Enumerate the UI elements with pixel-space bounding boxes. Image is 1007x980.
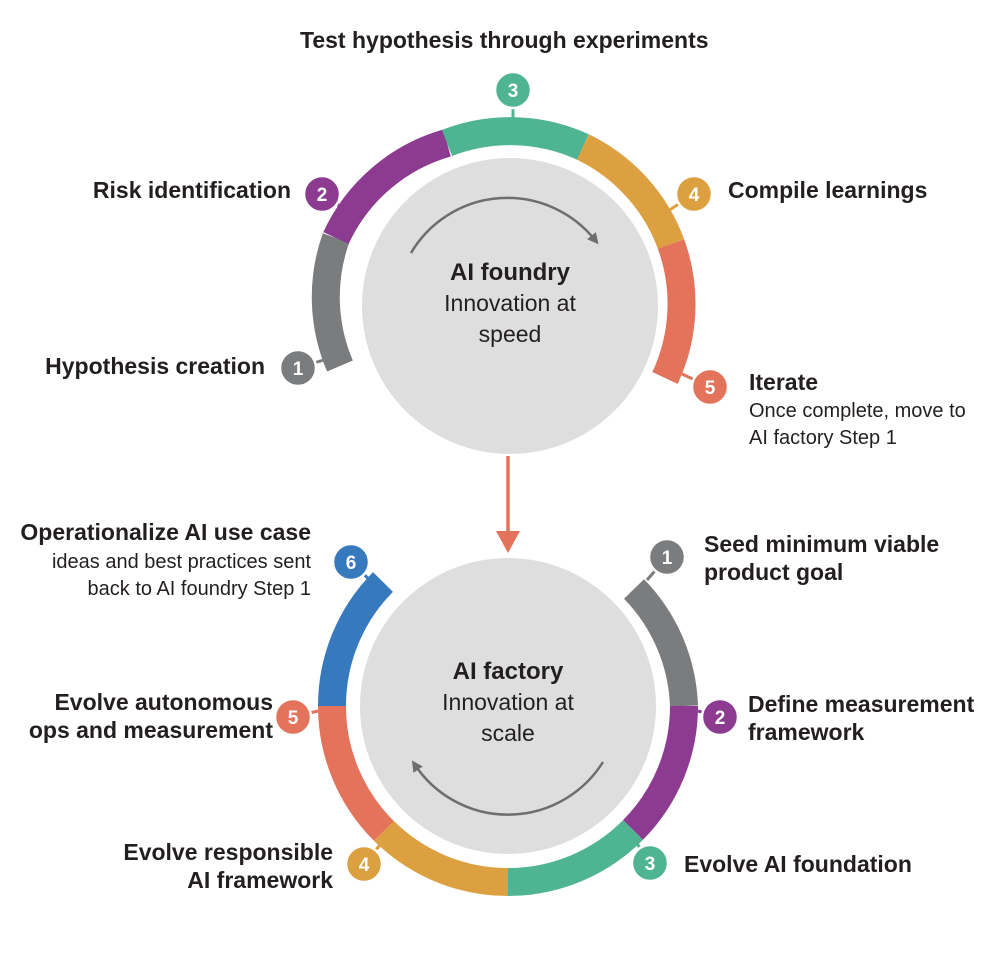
factory-step-5-number: 5	[288, 708, 299, 729]
foundry-step-1-badge: 1	[278, 348, 318, 388]
foundry-center-label: AI foundry Innovation at speed	[420, 258, 600, 350]
foundry-cycle: 1 2 3 4 5	[278, 70, 730, 454]
factory-step-2-number: 2	[715, 708, 726, 729]
factory-cycle-arrow	[411, 760, 605, 816]
factory-subtitle: Innovation at scale	[442, 689, 574, 746]
factory-step-4-badge: 4	[344, 844, 384, 884]
factory-cycle: 1 2 3 4 5 6	[273, 537, 740, 897]
foundry-ring-segment-1	[311, 233, 353, 372]
foundry-step-3-badge: 3	[493, 70, 533, 110]
factory-step-6-number: 6	[346, 553, 357, 574]
factory-step-1-label: Seed minimum viable product goal	[704, 531, 940, 585]
factory-step-1-number: 1	[662, 548, 673, 569]
factory-step-3-badge: 3	[630, 843, 670, 883]
foundry-step-1-number: 1	[293, 359, 304, 380]
factory-step-1-badge: 1	[647, 537, 687, 577]
foundry-center-circle	[362, 158, 658, 454]
foundry-step-5-number: 5	[705, 378, 716, 399]
foundry-step-1-label: Hypothesis creation	[45, 353, 265, 379]
foundry-step-3-number: 3	[508, 81, 519, 102]
factory-step-3-label: Evolve AI foundation	[684, 851, 912, 877]
factory-step-4-number: 4	[359, 855, 370, 876]
factory-step-2-label: Define measurement framework	[748, 691, 975, 745]
foundry-step-2-badge: 2	[302, 174, 342, 214]
factory-center-label: AI factory Innovation at scale	[418, 657, 598, 749]
factory-step-3-number: 3	[645, 854, 656, 875]
foundry-step-4-badge: 4	[674, 174, 714, 214]
factory-ring-segment-1	[623, 579, 698, 707]
factory-ring-segment-2	[622, 705, 699, 840]
factory-step-2-badge: 2	[700, 697, 740, 737]
foundry-step-2-number: 2	[317, 185, 328, 206]
foundry-step-4-number: 4	[689, 185, 700, 206]
foundry-step-3-label: Test hypothesis through experiments	[300, 27, 709, 53]
foundry-step-4-label: Compile learnings	[728, 177, 928, 203]
foundry-to-factory-arrow	[496, 456, 520, 553]
foundry-title: AI foundry	[450, 259, 570, 286]
foundry-ring-segment-3	[441, 117, 589, 160]
foundry-ring-segment-4	[576, 134, 685, 250]
foundry-step-5-badge: 5	[690, 367, 730, 407]
factory-step-5-badge: 5	[273, 697, 313, 737]
factory-step-6-note: ideas and best practices sent back to AI…	[51, 551, 311, 600]
foundry-cycle-arrow	[409, 196, 599, 254]
foundry-step-5-label: Iterate	[749, 369, 819, 395]
factory-step-4-label: Evolve responsible AI framework	[123, 839, 333, 893]
factory-title: AI factory	[452, 658, 564, 685]
factory-step-5-label: Evolve autonomous ops and measurement	[28, 689, 273, 743]
foundry-subtitle: Innovation at speed	[444, 290, 576, 347]
foundry-step-2-label: Risk identification	[92, 177, 291, 203]
factory-ring-segment-6	[317, 572, 394, 707]
factory-ring-segment-3	[507, 819, 643, 897]
foundry-step-5-note: Once complete, move to AI factory Step 1	[749, 400, 966, 449]
foundry-ring-segment-2	[323, 129, 452, 245]
factory-step-6-badge: 6	[331, 542, 371, 582]
foundry-ring-segment-5	[652, 239, 696, 384]
factory-step-6-label: Operationalize AI use case	[20, 519, 311, 545]
factory-ring-segment-4	[374, 820, 509, 897]
factory-center-circle	[360, 558, 656, 854]
factory-ring-segment-5	[317, 705, 395, 841]
